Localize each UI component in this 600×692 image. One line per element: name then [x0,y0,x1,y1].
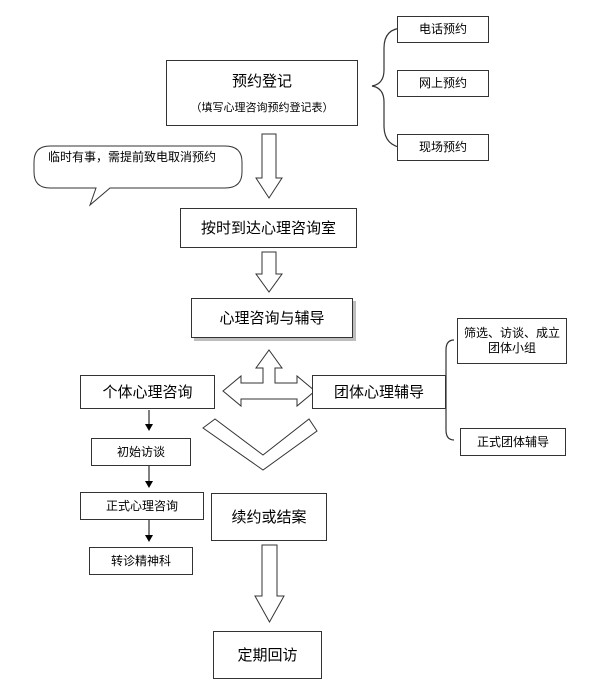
formal-individual-box: 正式心理咨询 [80,492,204,520]
individual-chain-arrows [145,410,153,542]
phone-booking-label: 电话预约 [418,22,467,36]
phone-booking-box: 电话预约 [397,16,489,43]
counseling-label: 心理咨询与辅导 [219,308,325,327]
renew-or-close-label: 续约或结案 [231,507,307,526]
screening-label: 筛选、访谈、成立团体小组 [464,326,561,355]
cancel-callout-text: 临时有事，需提前致电取消预约 [48,150,217,164]
group-label: 团体心理辅导 [333,382,424,401]
followup-box: 定期回访 [213,631,322,679]
online-booking-label: 网上预约 [418,76,467,90]
formal-individual-label: 正式心理咨询 [105,498,178,513]
onsite-booking-box: 现场预约 [397,134,489,161]
arrive-box: 按时到达心理咨询室 [180,208,357,248]
individual-box: 个体心理咨询 [80,375,215,409]
referral-box: 转诊精神科 [89,547,193,575]
renew-or-close-box: 续约或结案 [211,493,327,541]
group-box: 团体心理辅导 [312,375,446,409]
registration-title: 预约登记 [231,71,292,90]
merge-chevron [202,418,318,471]
formal-group-box: 正式团体辅导 [460,428,566,456]
arrow-arrive-to-counseling [255,251,283,293]
online-booking-box: 网上预约 [397,70,489,97]
three-way-arrow [222,349,316,408]
formal-group-label: 正式团体辅导 [476,434,549,449]
registration-note: （填写心理咨询预约登记表） [190,100,334,114]
group-substeps-bracket [445,339,455,441]
registration-box: 预约登记 （填写心理咨询预约登记表） [166,60,358,126]
individual-label: 个体心理咨询 [102,382,193,401]
screening-box: 筛选、访谈、成立团体小组 [457,318,567,364]
initial-interview-box: 初始访谈 [91,438,191,466]
cancel-callout-bubble [33,145,243,207]
arrow-registration-to-arrive [255,133,283,199]
onsite-booking-label: 现场预约 [418,140,467,154]
followup-label: 定期回访 [237,645,298,664]
arrive-label: 按时到达心理咨询室 [200,218,336,237]
referral-label: 转诊精神科 [110,553,171,568]
arrow-renew-to-followup [254,544,285,624]
booking-methods-brace [371,27,405,149]
initial-interview-label: 初始访谈 [116,444,165,459]
counseling-box: 心理咨询与辅导 [191,298,353,338]
